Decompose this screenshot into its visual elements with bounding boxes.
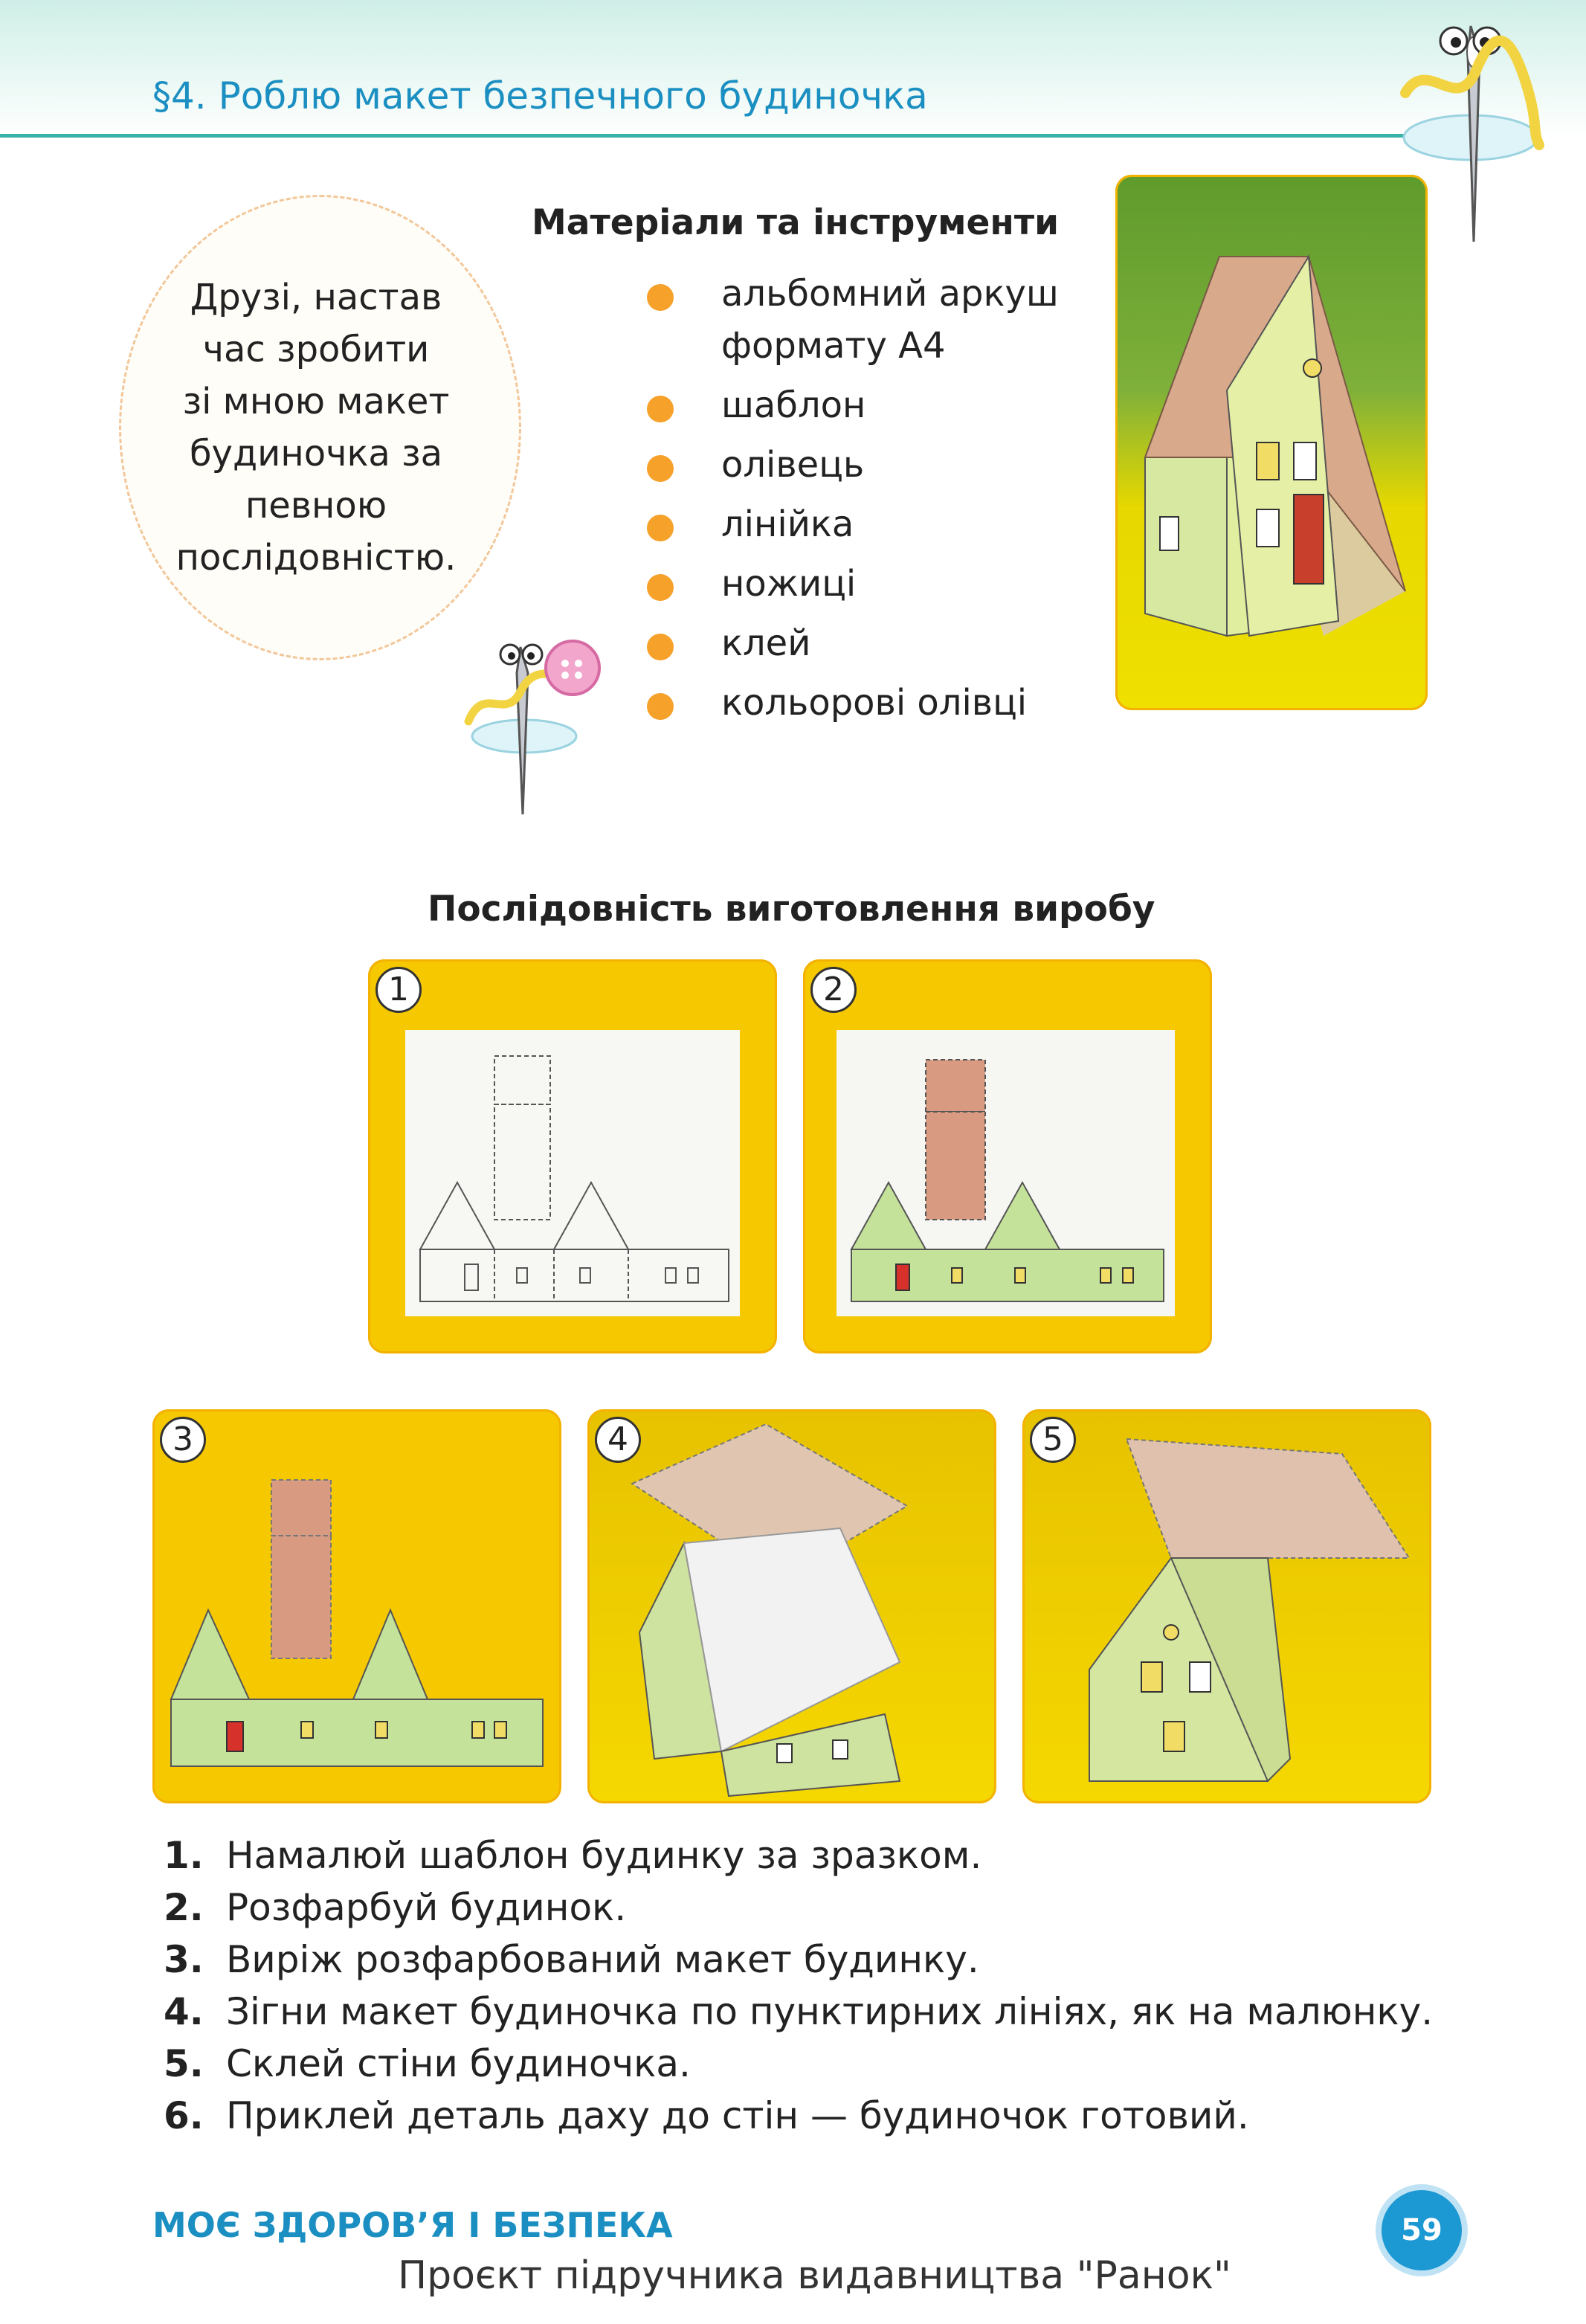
cutout-template-image bbox=[170, 1479, 544, 1767]
steps-list: 1.Намалюй шаблон будинку за зразком. 2.Р… bbox=[164, 1829, 1433, 2142]
page-header bbox=[0, 0, 1586, 138]
list-item: клей bbox=[647, 617, 1123, 669]
step-photo-5: 5 bbox=[1022, 1409, 1431, 1803]
materials-list: альбомний аркуш формату А4 шаблон олівец… bbox=[647, 268, 1123, 736]
speech-bubble-text: Друзі, настав час зробити зі мною макет … bbox=[175, 277, 457, 579]
step-photo-3: 3 bbox=[152, 1409, 561, 1803]
step-number-badge: 4 bbox=[595, 1417, 641, 1463]
materials-heading: Матеріали та інструменти bbox=[532, 202, 1060, 243]
speech-bubble bbox=[119, 195, 521, 660]
page-number: 59 bbox=[1401, 2213, 1442, 2247]
sequence-heading: Послідовність виготовлення виробу bbox=[428, 889, 1155, 930]
bullet-icon bbox=[647, 455, 674, 482]
colored-template-image bbox=[836, 1030, 1175, 1316]
step-number-badge: 1 bbox=[375, 967, 422, 1013]
step-photo-4: 4 bbox=[587, 1409, 996, 1803]
bullet-icon bbox=[647, 693, 674, 720]
step-photo-2: 2 bbox=[803, 959, 1212, 1353]
list-item: 3.Виріж розфарбований макет будинку. bbox=[164, 1938, 979, 1981]
step-number-badge: 2 bbox=[810, 967, 857, 1013]
folding-model-image bbox=[630, 1423, 909, 1797]
house-model-image bbox=[1144, 254, 1406, 637]
bullet-icon bbox=[647, 396, 674, 422]
step-photo-1: 1 bbox=[368, 959, 777, 1353]
needle-mascot-icon bbox=[1400, 25, 1544, 242]
page-number-badge: 59 bbox=[1382, 2190, 1462, 2270]
bullet-icon bbox=[647, 574, 674, 601]
bullet-icon bbox=[647, 515, 674, 541]
list-item: альбомний аркуш формату А4 bbox=[647, 268, 1123, 372]
list-item: шаблон bbox=[647, 379, 1123, 431]
finished-house-photo bbox=[1115, 175, 1428, 710]
template-drawing-image bbox=[405, 1030, 740, 1316]
page-title: §4. Роблю макет безпечного будиночка bbox=[152, 74, 928, 118]
list-item: олівець bbox=[647, 439, 1123, 491]
list-item: кольорові олівці bbox=[647, 677, 1123, 729]
list-item: 4.Зігни макет будиночка по пунктирних лі… bbox=[164, 1990, 1434, 2033]
step-number-badge: 3 bbox=[160, 1417, 206, 1463]
list-item: 1.Намалюй шаблон будинку за зразком. bbox=[164, 1834, 982, 1877]
list-item: 2.Розфарбуй будинок. bbox=[164, 1886, 627, 1929]
assembled-model-image bbox=[1089, 1438, 1411, 1783]
list-item: 5.Склей стіни будиночка. bbox=[164, 2042, 691, 2085]
bullet-icon bbox=[647, 284, 674, 311]
list-item: ножиці bbox=[647, 558, 1123, 610]
list-item: лінійка bbox=[647, 498, 1123, 550]
step-number-badge: 5 bbox=[1030, 1417, 1076, 1463]
section-footer-label: МОЄ ЗДОРОВ’Я І БЕЗПЕКА bbox=[152, 2205, 673, 2245]
project-footer-text: Проєкт підручника видавництва "Ранок" bbox=[398, 2253, 1231, 2298]
bullet-icon bbox=[647, 634, 674, 660]
list-item: 6.Приклей деталь даху до стін — будиночо… bbox=[164, 2094, 1249, 2137]
header-divider bbox=[0, 134, 1487, 138]
needle-with-button-icon bbox=[464, 640, 601, 815]
